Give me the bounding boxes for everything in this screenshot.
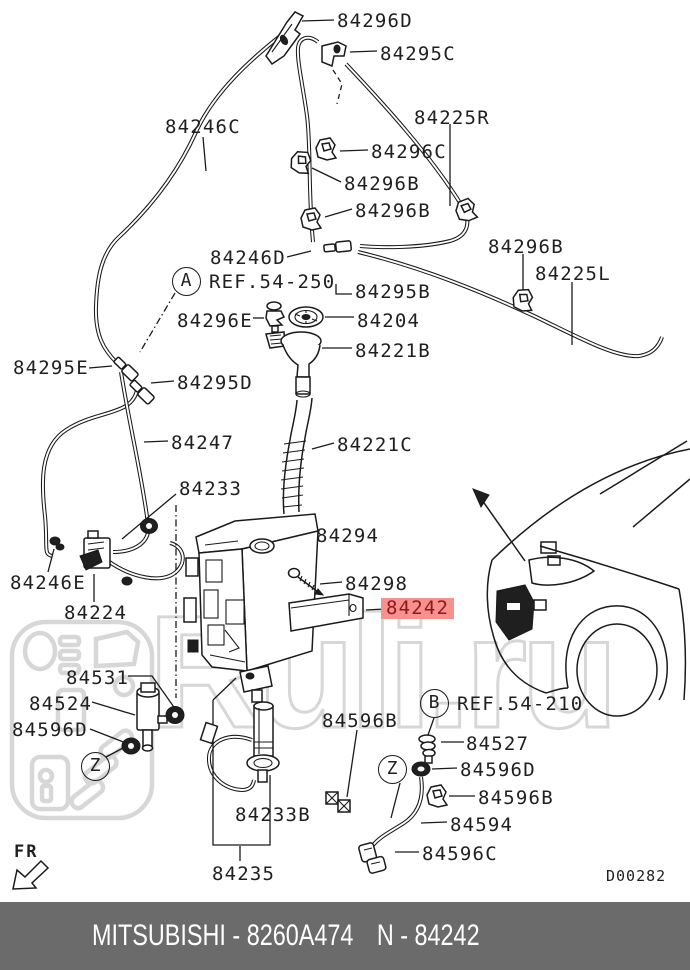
- part-label: 84531: [66, 667, 130, 689]
- footer-brand-code: MITSUBISHI - 8260A474: [92, 919, 354, 952]
- grommets: [49, 518, 431, 777]
- part-label: 84294: [316, 525, 380, 547]
- clip-84596B-left: [325, 791, 351, 813]
- part-label: 84524: [29, 693, 93, 715]
- part-label: 84246C: [165, 116, 241, 138]
- part-label: 84596C: [422, 843, 498, 865]
- view-marker-z: Z: [377, 754, 407, 784]
- part-label: 84296E: [177, 310, 253, 332]
- part-label: 84295E: [13, 357, 89, 379]
- leader-lines: [47, 19, 573, 861]
- tee-joint-part: [321, 41, 347, 68]
- joint-84596C: [358, 842, 387, 874]
- part-label: 84296B: [344, 173, 420, 195]
- part-label: 84225L: [535, 263, 611, 285]
- view-marker-z: Z: [80, 751, 110, 781]
- part-label: 84224: [64, 602, 128, 624]
- ref-label: REF.54-250: [209, 271, 336, 293]
- part-label: 84594: [450, 814, 514, 836]
- washer-tank: [183, 513, 319, 703]
- level-sensor-84233B: [199, 701, 280, 783]
- funnel-84221B: [265, 331, 322, 398]
- corrugated-hose-84221C: [280, 397, 313, 515]
- nozzle-84527: [418, 734, 436, 764]
- part-label: 84233: [179, 478, 243, 500]
- highlighted-part-label[interactable]: 84242: [381, 598, 455, 619]
- part-label: 84247: [171, 432, 235, 454]
- part-label: 84596D: [460, 759, 536, 781]
- part-label: 84204: [357, 310, 421, 332]
- part-label: 84295B: [355, 281, 431, 303]
- part-label: 84221B: [355, 340, 431, 362]
- part-label: 84596D: [12, 719, 88, 741]
- part-label: 84596B: [478, 787, 554, 809]
- footer-bar: MITSUBISHI - 8260A474 N - 84242: [0, 902, 690, 970]
- car-outline: [472, 440, 690, 717]
- bracket-84242-part: [288, 593, 364, 632]
- pump-84224: [79, 530, 111, 571]
- fr-direction-arrow: [12, 859, 50, 890]
- part-label: 84246E: [10, 572, 86, 594]
- part-label: 84295C: [380, 43, 456, 65]
- view-marker-a: A: [171, 266, 201, 296]
- view-marker-b: B: [419, 688, 449, 718]
- part-label: 84221C: [337, 434, 413, 456]
- part-label: 84298: [345, 573, 409, 595]
- part-label: 84296B: [488, 236, 564, 258]
- part-label: 84296B: [355, 200, 431, 222]
- fr-label: FR: [14, 842, 39, 862]
- cap-84204: [288, 306, 324, 328]
- grommet-84296E: [265, 301, 286, 333]
- footer-part-number: N - 84242: [376, 919, 480, 952]
- part-label: 84225R: [414, 107, 490, 129]
- ref-label: REF.54-210: [457, 693, 584, 715]
- part-label: 84296D: [337, 10, 413, 32]
- drawing-code-label: D00282: [606, 867, 667, 885]
- part-label: 84233B: [235, 804, 311, 826]
- diagram-artwork: [12, 11, 690, 890]
- nozzle-bracket-part: [265, 11, 305, 66]
- part-label: 84235: [212, 863, 276, 885]
- part-label: 84296C: [371, 141, 447, 163]
- part-label: 84527: [466, 733, 530, 755]
- part-label: 84295D: [177, 372, 253, 394]
- part-label: 84596B: [322, 710, 398, 732]
- screw-84298: [287, 567, 325, 596]
- part-label: 84246D: [210, 247, 286, 269]
